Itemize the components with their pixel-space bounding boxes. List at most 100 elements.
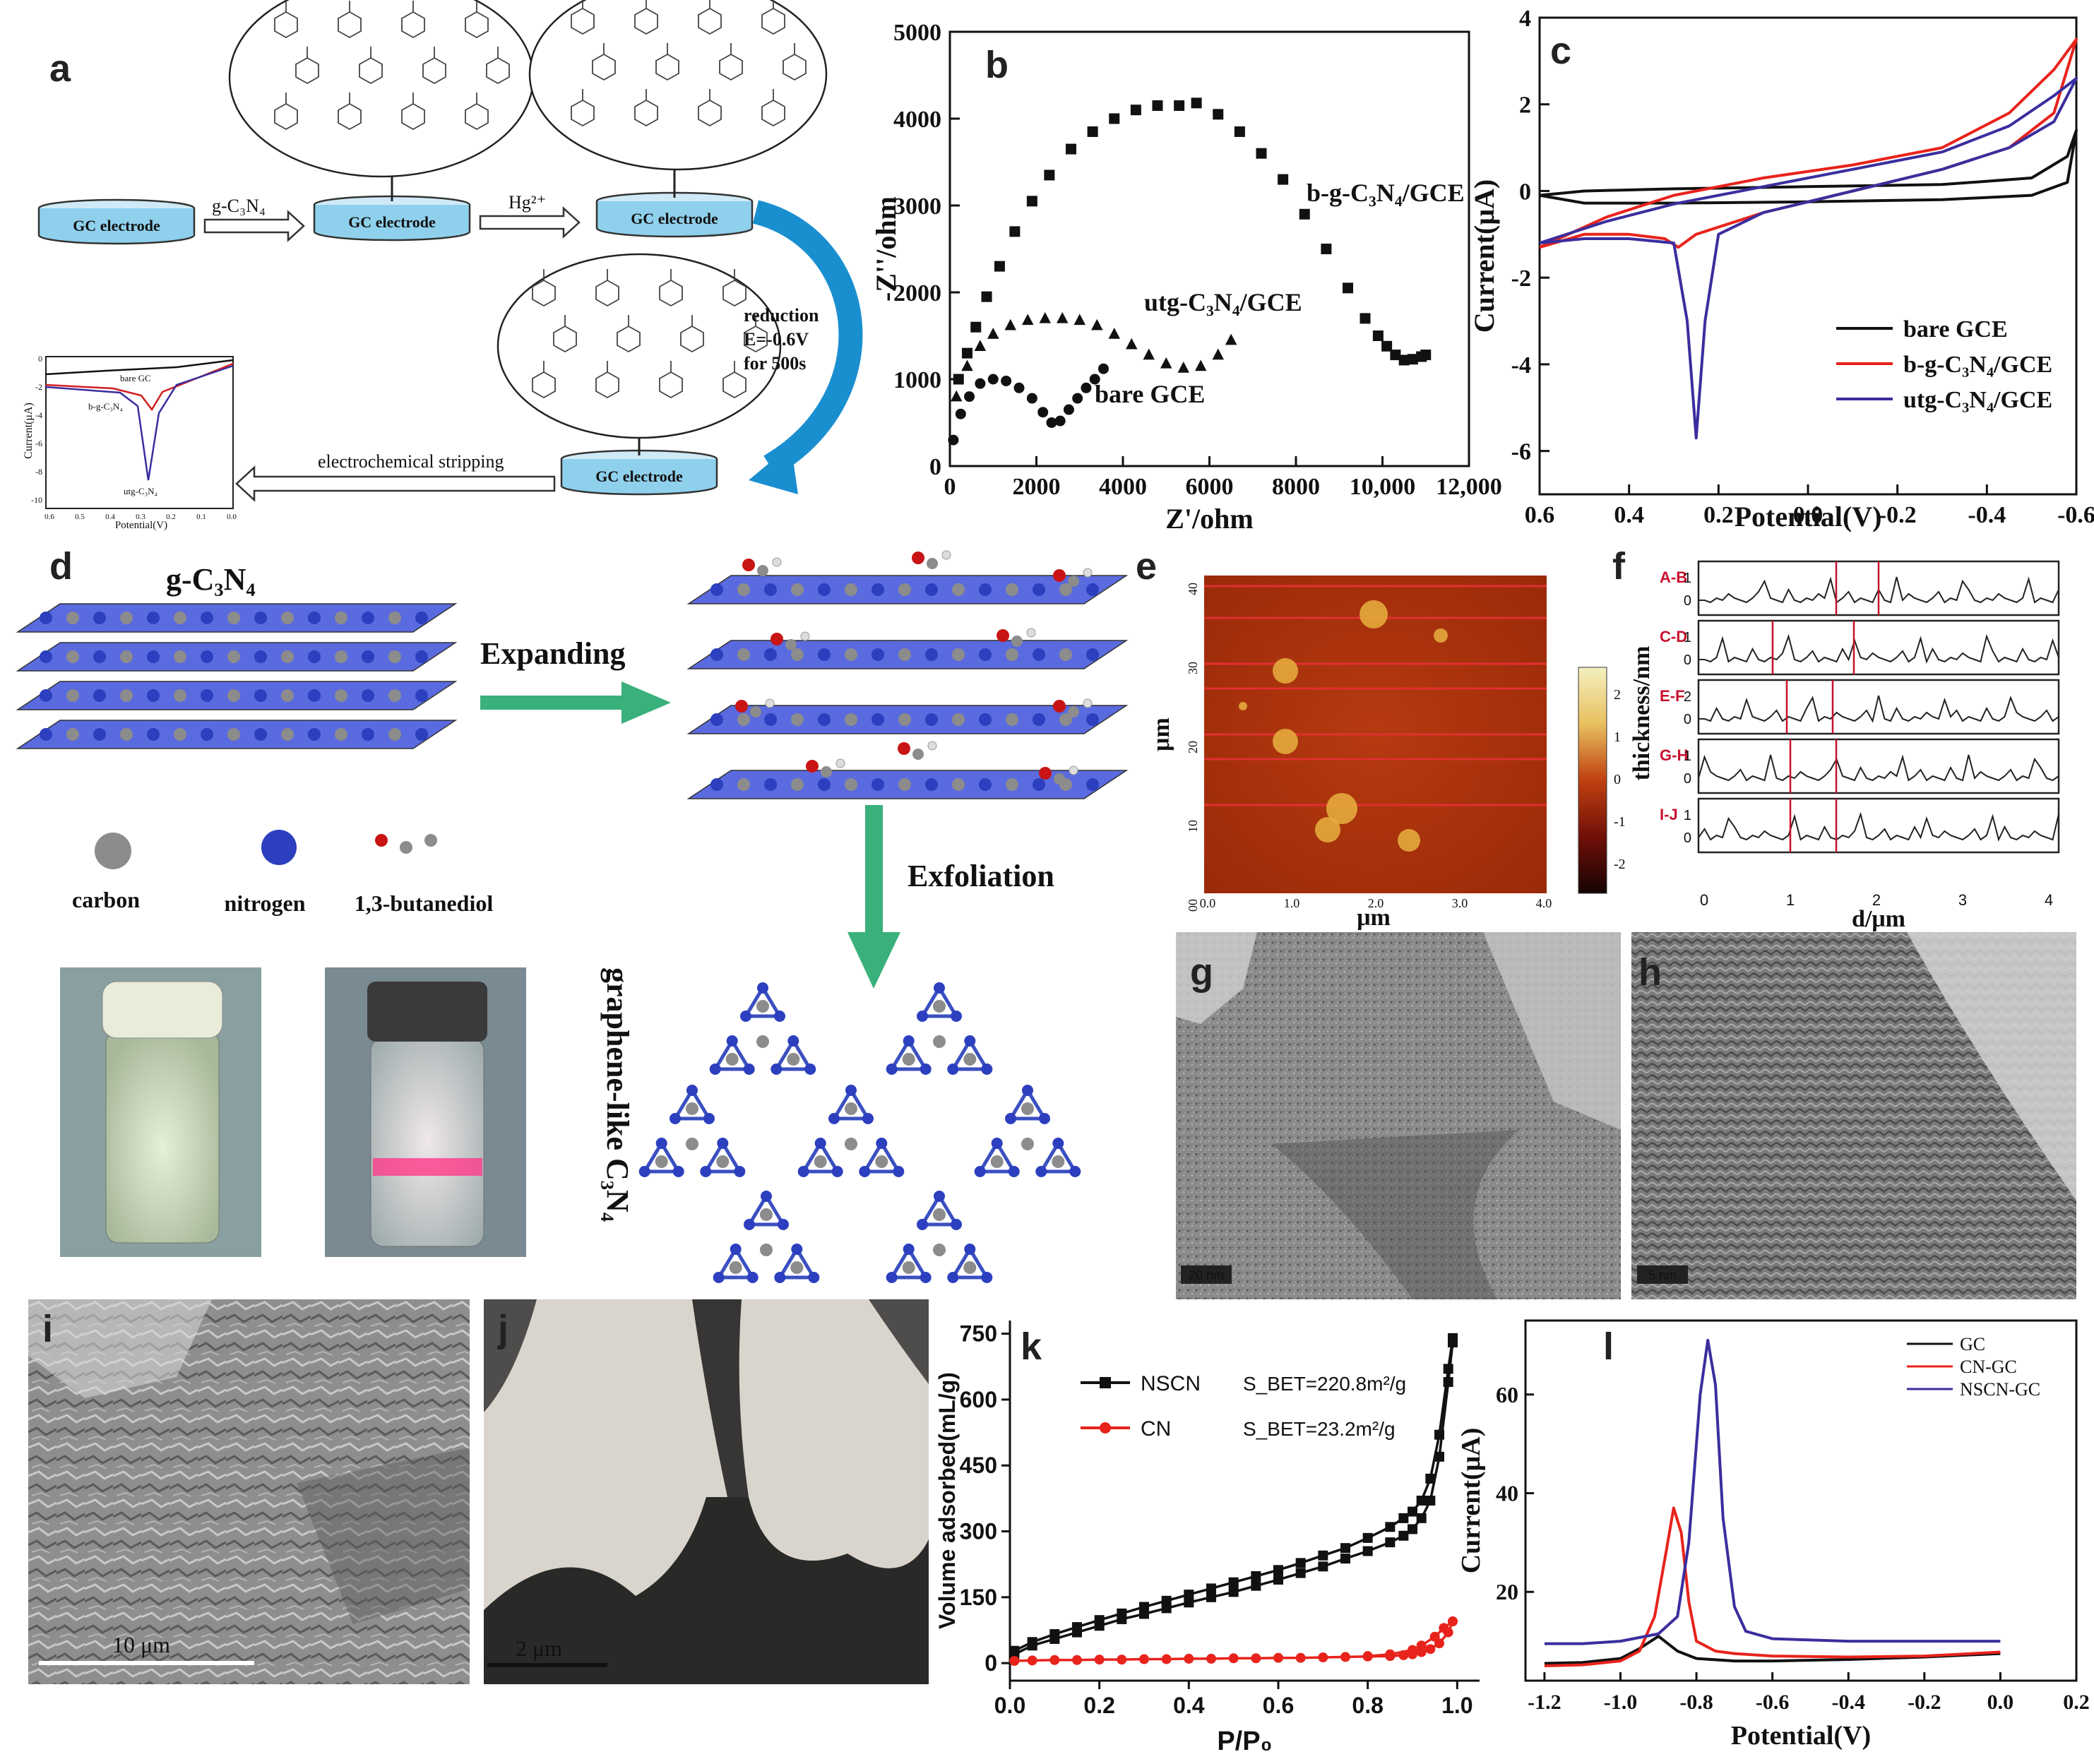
triazine-ring	[742, 984, 783, 1018]
butanediol-o	[1053, 569, 1066, 582]
atom	[925, 713, 938, 726]
data-point	[1416, 1496, 1427, 1506]
atom	[174, 689, 186, 702]
atom-c-center	[933, 1035, 946, 1048]
atom	[791, 583, 804, 596]
atom	[362, 689, 374, 702]
molecule-ring	[338, 102, 362, 131]
triazine-ring	[773, 1037, 814, 1071]
atom-n	[947, 1063, 959, 1075]
row-label: G-H	[1660, 746, 1688, 764]
atom-c	[963, 1261, 977, 1274]
atom-c	[875, 1155, 888, 1168]
data-point	[1054, 415, 1066, 427]
thickness-profile	[1699, 695, 2059, 723]
atom	[818, 713, 831, 726]
data-point	[1398, 354, 1410, 366]
atom-n	[774, 1011, 785, 1022]
atom-c	[933, 1000, 946, 1013]
row-label: A-B	[1660, 568, 1687, 586]
inset-x-tick: 0.0	[227, 513, 237, 521]
butanediol-o	[912, 552, 924, 564]
legend-label: NSCN	[1141, 1372, 1201, 1395]
atom	[818, 648, 831, 661]
vial-2-cap	[367, 982, 487, 1042]
atom-n	[917, 1219, 928, 1230]
data-point	[1425, 1473, 1436, 1484]
butanediol-h	[941, 550, 951, 560]
y-tick-label: 0	[929, 454, 941, 480]
row-tick-top: 2	[1684, 689, 1691, 705]
data-point	[1072, 393, 1083, 404]
atom-c-center	[933, 1244, 946, 1256]
molecule-bubble-2	[528, 0, 828, 171]
atom	[1006, 648, 1018, 661]
atom-n	[1069, 1166, 1081, 1177]
electrode-2-body	[313, 205, 471, 242]
atom	[254, 689, 267, 702]
atom-n	[774, 1272, 786, 1283]
triazine-ring	[831, 1087, 871, 1121]
atom-n	[964, 1244, 976, 1255]
atom-n	[740, 1011, 751, 1022]
atom	[818, 583, 831, 596]
atom	[1059, 583, 1072, 596]
tem-g-light-region	[1483, 932, 1621, 1130]
atom	[120, 650, 133, 663]
atom-n	[746, 1272, 759, 1283]
atom-n	[734, 1166, 746, 1177]
atom-c	[902, 1053, 915, 1066]
row-tick-top: 1	[1684, 571, 1691, 586]
legend-butanediol-c2	[424, 834, 437, 847]
sem-i-shadow	[297, 1448, 470, 1624]
tem-j-dark-web	[484, 1497, 929, 1684]
panel-label-b: b	[985, 44, 1009, 86]
data-point	[1385, 1649, 1396, 1659]
data-point	[953, 374, 964, 385]
molecule-ring	[719, 53, 743, 81]
data-point	[1026, 393, 1037, 404]
atom-n	[903, 1244, 915, 1255]
triazine-ring	[715, 1246, 756, 1280]
triazine-ring	[1037, 1140, 1078, 1174]
tem-h-light-region	[1907, 932, 2076, 1200]
y-axis-label: Current(μA)	[1456, 1428, 1486, 1574]
molecule-ring	[486, 56, 510, 85]
scale-bar-j-label: 2 μm	[516, 1635, 562, 1661]
atom-c	[725, 1053, 739, 1066]
data-point	[1362, 1532, 1373, 1543]
molecule-ring	[783, 53, 807, 81]
data-point	[1398, 1513, 1409, 1523]
atom-n	[903, 1035, 915, 1047]
butanediol-o	[997, 629, 1009, 642]
y-tick-label: 4	[1519, 6, 1531, 32]
triazine-ring	[861, 1140, 902, 1174]
y-tick-label: 4000	[893, 107, 941, 133]
data-point	[1251, 1571, 1261, 1581]
atom	[281, 689, 294, 702]
f-x-tick: 3	[1958, 891, 1967, 909]
afm-particle	[1326, 793, 1357, 824]
colorbar-tick: 1	[1614, 729, 1621, 745]
atom-n	[964, 1035, 976, 1047]
atom	[845, 583, 857, 596]
atom	[120, 689, 133, 702]
inset-y-tick: -2	[35, 382, 42, 392]
data-point	[1212, 348, 1224, 360]
atom	[388, 650, 401, 663]
atom	[147, 689, 160, 702]
butanediol-o	[806, 760, 819, 773]
data-point	[964, 391, 975, 403]
data-point	[1009, 1656, 1020, 1667]
atom	[845, 713, 857, 726]
atom	[737, 778, 750, 791]
data-point	[1362, 1651, 1373, 1662]
vial-1-cap	[102, 981, 223, 1039]
data-point	[1195, 359, 1207, 371]
afm-y-tick: 30	[1186, 662, 1200, 674]
inset-x-label: Potential(V)	[115, 520, 167, 531]
atom	[1033, 778, 1045, 791]
x-axis-label: Z'/ohm	[1165, 503, 1253, 535]
series-label-utg: utg-C₃N₄/GCE	[1144, 288, 1302, 316]
